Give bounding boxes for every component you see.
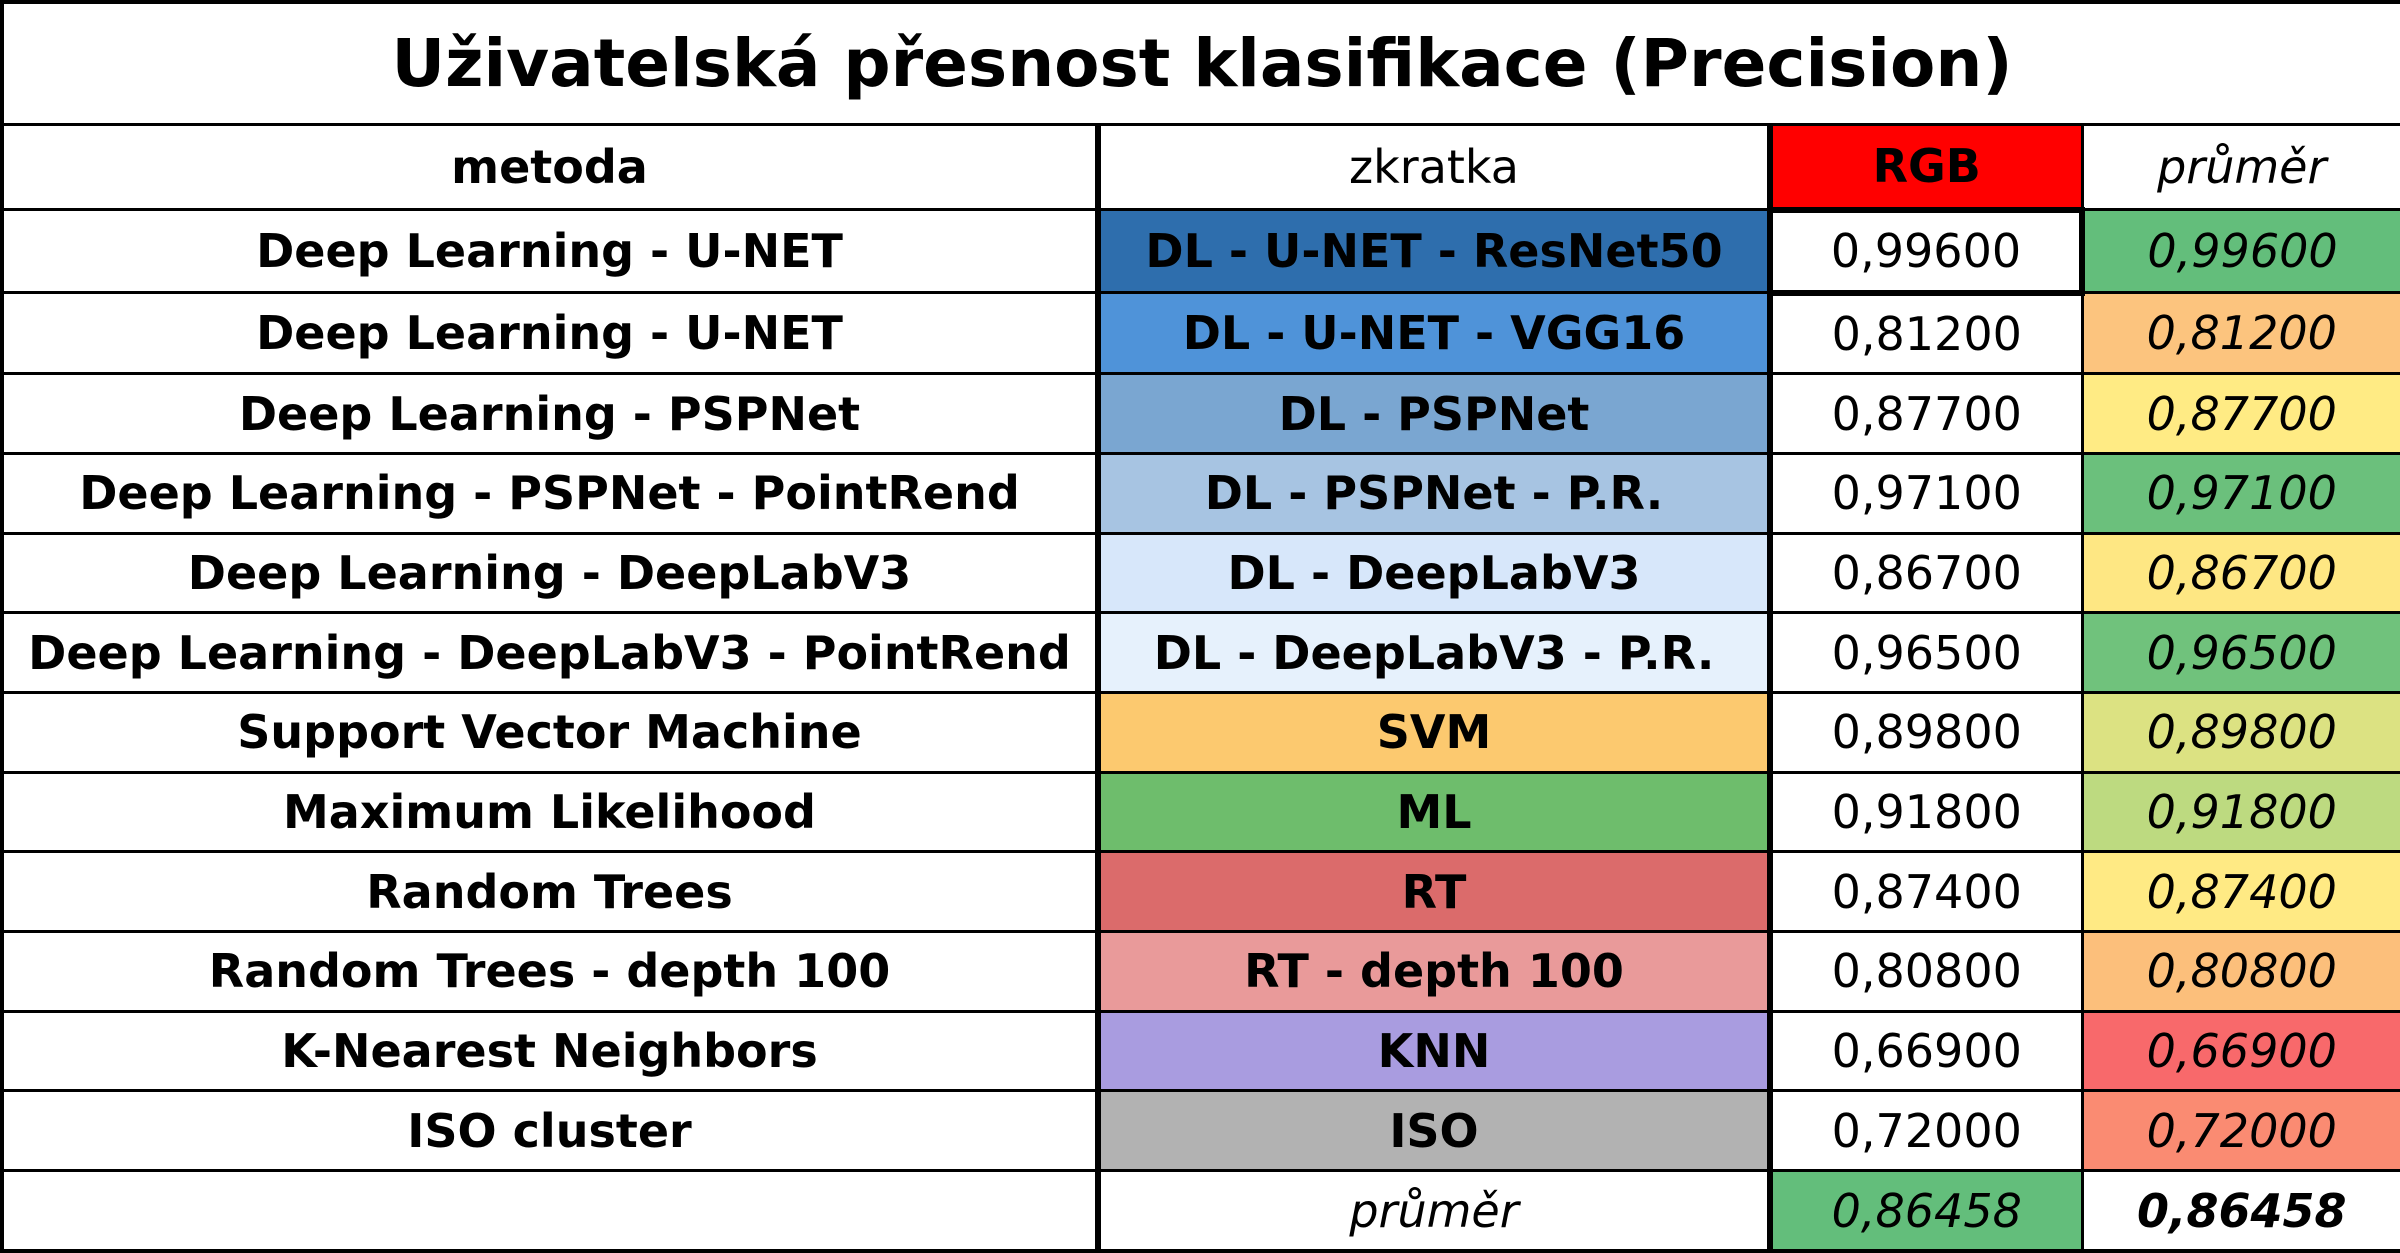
cell-metoda: Maximum Likelihood (0, 770, 1100, 854)
cell-rgb: 0,96500 (1768, 611, 2084, 694)
cell-prumer: 0,97100 (2080, 451, 2400, 535)
cell-prumer: 0,87700 (2080, 372, 2400, 455)
cell-rgb: 0,72000 (1768, 1089, 2084, 1173)
cell-prumer: 0,96500 (2080, 611, 2400, 694)
cell-rgb: 0,66900 (1768, 1009, 2084, 1093)
cell-zkratka: RT - depth 100 (1095, 930, 1773, 1013)
cell-metoda: Random Trees (0, 850, 1100, 934)
cell-metoda: Deep Learning - PSPNet - PointRend (0, 451, 1100, 535)
cell-rgb: 0,87700 (1768, 372, 2084, 455)
cell-prumer: 0,87400 (2080, 850, 2400, 934)
cell-rgb: 0,97100 (1768, 451, 2084, 535)
cell-prumer: 0,80800 (2080, 930, 2400, 1013)
cell-metoda: ISO cluster (0, 1089, 1100, 1173)
cell-metoda: Deep Learning - DeepLabV3 - PointRend (0, 611, 1100, 694)
cell-prumer: 0,81200 (2080, 291, 2400, 376)
cell-rgb: 0,80800 (1768, 930, 2084, 1013)
cell-zkratka: DL - DeepLabV3 - P.R. (1095, 611, 1773, 694)
cell-metoda: Random Trees - depth 100 (0, 930, 1100, 1013)
cell-zkratka: DL - PSPNet - P.R. (1095, 451, 1773, 535)
table-title: Uživatelská přesnost klasifikace (Precis… (0, 0, 2400, 127)
cell-rgb: 0,89800 (1768, 691, 2084, 774)
header-metoda: metoda (0, 123, 1100, 212)
average-label: průměr (1095, 1169, 1773, 1253)
cell-prumer: 0,89800 (2080, 691, 2400, 774)
cell-metoda: Support Vector Machine (0, 691, 1100, 774)
header-rgb: RGB (1768, 123, 2084, 212)
header-zkratka: zkratka (1095, 123, 1773, 212)
cell-rgb: 0,87400 (1768, 850, 2084, 934)
average-total: 0,86458 (2080, 1169, 2400, 1253)
cell-prumer: 0,72000 (2080, 1089, 2400, 1173)
cell-metoda: Deep Learning - U-NET (0, 208, 1100, 295)
cell-rgb: 0,81200 (1768, 291, 2084, 376)
title-row: Uživatelská přesnost klasifikace (Precis… (0, 0, 2400, 127)
cell-zkratka: RT (1095, 850, 1773, 934)
header-row: metoda zkratka RGB průměr (0, 123, 2400, 212)
cell-rgb: 0,86700 (1768, 531, 2084, 615)
cell-prumer: 0,66900 (2080, 1009, 2400, 1093)
header-prumer: průměr (2080, 123, 2400, 212)
cell-rgb: 0,99600 (1767, 206, 2085, 296)
cell-zkratka: KNN (1095, 1009, 1773, 1093)
cell-zkratka: DL - PSPNet (1095, 372, 1773, 455)
cell-empty (0, 1169, 1100, 1253)
cell-zkratka: SVM (1095, 691, 1773, 774)
cell-rgb: 0,91800 (1768, 770, 2084, 854)
cell-prumer: 0,86700 (2080, 531, 2400, 615)
cell-zkratka: DL - U-NET - ResNet50 (1095, 208, 1773, 295)
cell-metoda: Deep Learning - DeepLabV3 (0, 531, 1100, 615)
cell-zkratka: DL - DeepLabV3 (1095, 531, 1773, 615)
cell-metoda: K-Nearest Neighbors (0, 1009, 1100, 1093)
cell-zkratka: DL - U-NET - VGG16 (1095, 291, 1773, 376)
cell-zkratka: ISO (1095, 1089, 1773, 1173)
cell-prumer: 0,99600 (2080, 208, 2400, 295)
cell-metoda: Deep Learning - PSPNet (0, 372, 1100, 455)
cell-zkratka: ML (1095, 770, 1773, 854)
cell-metoda: Deep Learning - U-NET (0, 291, 1100, 376)
average-rgb: 0,86458 (1768, 1169, 2084, 1253)
cell-prumer: 0,91800 (2080, 770, 2400, 854)
